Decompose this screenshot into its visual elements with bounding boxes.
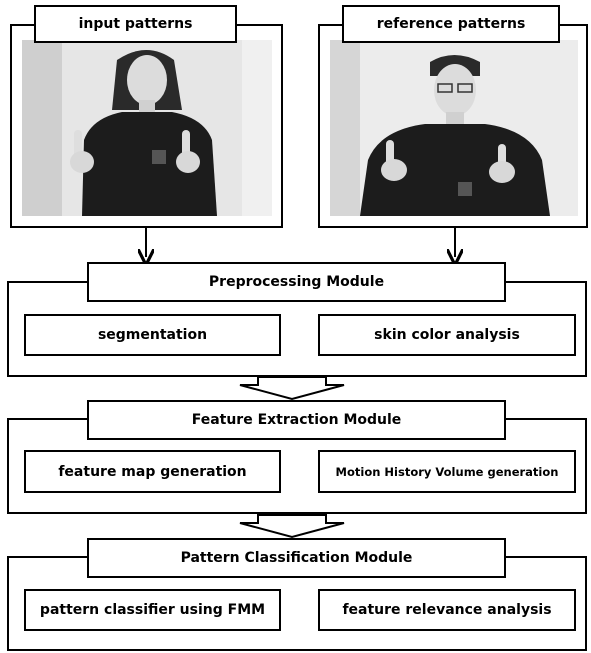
block-arrow-2	[239, 514, 345, 539]
reference-patterns-panel	[318, 24, 588, 228]
feature-map-generation-box: feature map generation	[24, 450, 281, 493]
person-image-male	[330, 40, 578, 216]
pattern-classification-module-title: Pattern Classification Module	[87, 538, 506, 578]
reference-pattern-photo	[330, 40, 578, 216]
skin-color-analysis-box: skin color analysis	[318, 314, 576, 356]
preprocessing-module-title: Preprocessing Module	[87, 262, 506, 302]
reference-patterns-label: reference patterns	[342, 5, 560, 43]
feature-extraction-module-title: Feature Extraction Module	[87, 400, 506, 440]
input-pattern-photo	[22, 40, 272, 216]
input-patterns-label: input patterns	[34, 5, 237, 43]
person-image-female	[22, 40, 272, 216]
feature-relevance-analysis-box: feature relevance analysis	[318, 589, 576, 631]
block-arrow-1	[239, 376, 345, 401]
pattern-classifier-fmm-box: pattern classifier using FMM	[24, 589, 281, 631]
motion-history-volume-box: Motion History Volume generation	[318, 450, 576, 493]
input-patterns-panel	[10, 24, 283, 228]
segmentation-box: segmentation	[24, 314, 281, 356]
